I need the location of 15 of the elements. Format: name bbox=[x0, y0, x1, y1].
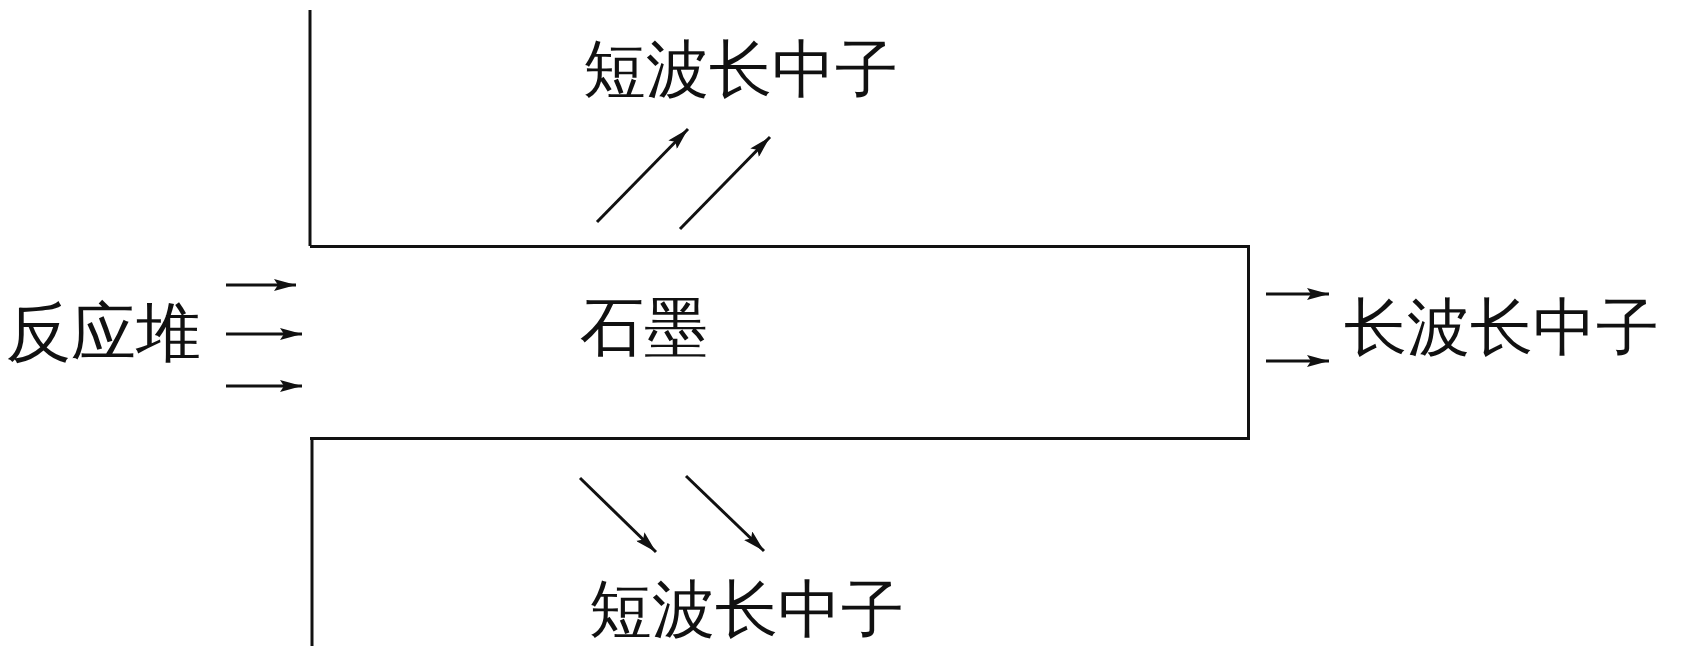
graphite-block bbox=[310, 245, 1250, 440]
arrow bbox=[678, 135, 772, 231]
arrow bbox=[595, 127, 690, 224]
arrow bbox=[226, 380, 302, 392]
neutron-label: 短波长中子 bbox=[583, 38, 898, 101]
arrow bbox=[226, 279, 296, 291]
arrow bbox=[226, 328, 302, 340]
neutron-label: 短波长中子 bbox=[589, 578, 904, 641]
reactor-label: 反应堆 bbox=[6, 300, 201, 365]
arrow bbox=[578, 476, 658, 554]
arrow bbox=[1266, 355, 1329, 367]
block-label: 石墨 bbox=[580, 295, 708, 359]
arrow bbox=[684, 474, 766, 553]
neutron-label: 长波长中子 bbox=[1344, 296, 1659, 359]
arrow bbox=[1266, 288, 1329, 300]
